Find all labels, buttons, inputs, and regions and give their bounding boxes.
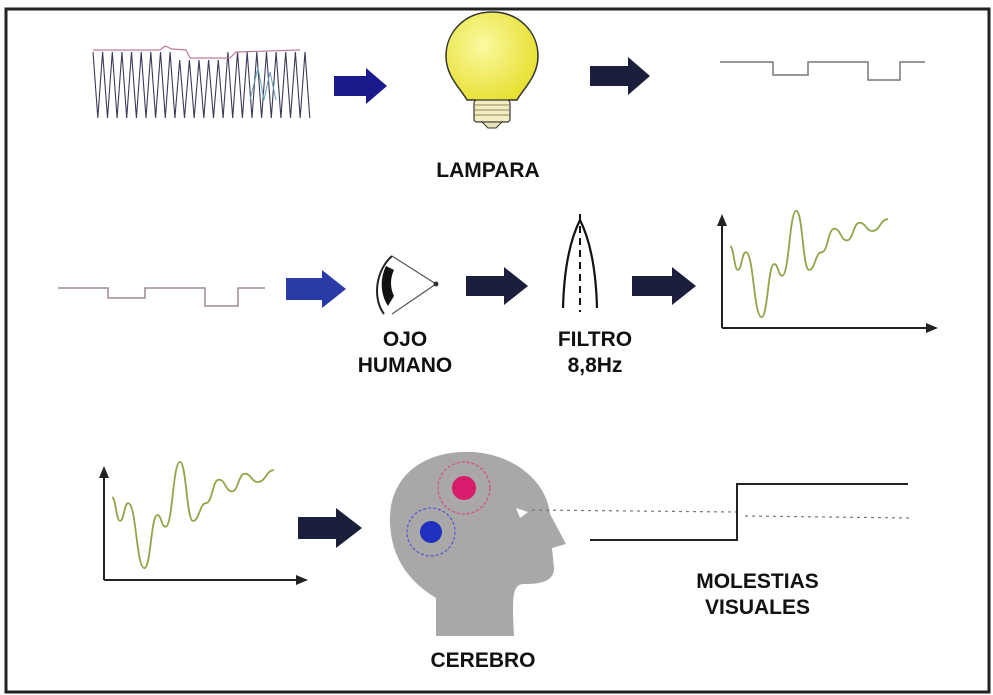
diagram-border (4, 7, 991, 694)
effect-label: MOLESTIAS VISUALES (665, 569, 850, 621)
arrow-right-icon (286, 270, 346, 308)
bandpass-filter-icon (561, 214, 599, 312)
filtered-signal-chart (717, 209, 938, 333)
eye-label-line2: HUMANO (357, 354, 453, 377)
arrow-right-icon (466, 267, 528, 305)
effect-label-line2: VISUALES (704, 596, 811, 619)
arrow-right-icon (632, 267, 696, 305)
perception-line (744, 515, 913, 519)
step-response-line (590, 483, 908, 541)
eye-label: OJO HUMANO (330, 327, 480, 379)
head-with-gears-icon (389, 451, 566, 636)
eye-label-line1: OJO (382, 328, 428, 351)
light-bulb-icon (445, 11, 539, 129)
effect-label-line1: MOLESTIAS (696, 570, 819, 593)
gear-blue-icon (420, 521, 442, 543)
filter-label-line1: FILTRO (557, 328, 633, 351)
gear-red-icon (452, 476, 476, 500)
eye-icon (376, 255, 439, 315)
arrow-right-icon (590, 57, 650, 95)
modulated-voltage-waveform-icon (92, 45, 311, 119)
square-wave-light-input (58, 287, 265, 307)
arrow-right-icon (298, 508, 362, 548)
filter-label-line2: 8,8Hz (567, 354, 623, 377)
lamp-label: LAMPARA (436, 159, 540, 182)
arrow-right-icon (334, 68, 387, 104)
brain-label: CEREBRO (430, 649, 536, 672)
square-wave-light-output (720, 61, 925, 81)
filtered-signal-chart (99, 460, 308, 585)
perception-line (531, 509, 737, 513)
filter-label: FILTRO 8,8Hz (525, 327, 665, 379)
